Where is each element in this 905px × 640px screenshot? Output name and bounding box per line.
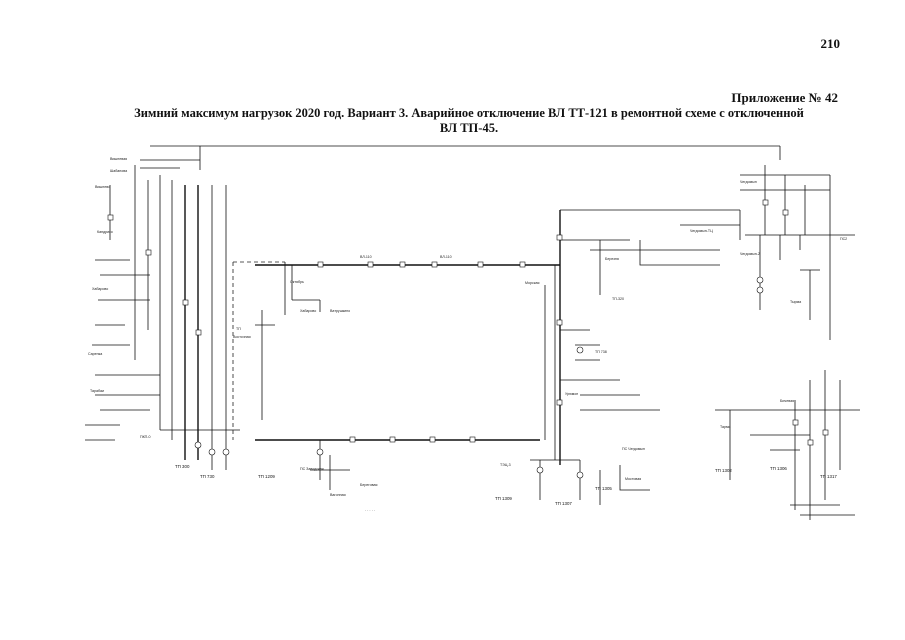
title-line-1: Зимний максимум нагрузок 2020 год. Вариа… xyxy=(134,106,804,120)
vostochnaya-label: Восточная xyxy=(233,335,251,339)
lower-central-line: ТП 1209 ПС Заводская Вагонная Береговая … xyxy=(255,436,540,513)
dashed-ring xyxy=(232,261,285,440)
svg-text:Морская: Морская xyxy=(525,281,539,285)
tp1302-label: ТП 1302 xyxy=(715,468,732,473)
svg-text:ТП 738: ТП 738 xyxy=(595,350,607,354)
tp1317-label: ТП 1317 xyxy=(820,474,837,479)
svg-text:Сарепка: Сарепка xyxy=(88,352,102,356)
tp1209-label: ТП 1209 xyxy=(258,474,275,479)
svg-text:Чегдомын-ТЦ: Чегдомын-ТЦ xyxy=(690,229,713,233)
svg-text:· · · · ·: · · · · · xyxy=(365,509,375,513)
svg-text:ТП-320: ТП-320 xyxy=(612,297,624,301)
upper-right-block: Чегдомын Чегдомын-ТЦ Березня Чегдомын-2 … xyxy=(590,165,855,340)
svg-text:Мостовая: Мостовая xyxy=(625,477,641,481)
tp1305-label: ТП 1305 xyxy=(595,486,612,491)
tp1306-label: ТП 1306 xyxy=(770,466,787,471)
top-bus-drops xyxy=(199,146,781,170)
svg-text:Ватрушкино: Ватрушкино xyxy=(330,309,350,313)
svg-text:Кандрико: Кандрико xyxy=(97,230,113,234)
svg-text:ТЭЦ-3: ТЭЦ-3 xyxy=(500,463,511,467)
central-trunk: ТП 738 Урюмон ТЭЦ-3 ТП 1309 ТП 1307 ТП 1… xyxy=(495,209,740,506)
svg-text:ТП: ТП xyxy=(236,327,241,331)
bereznya-label: Березня xyxy=(605,257,619,261)
chegdomyn-label: Чегдомын xyxy=(740,180,757,184)
page-title: Зимний максимум нагрузок 2020 год. Вариа… xyxy=(100,106,838,136)
svg-text:Тарабаи: Тарабаи xyxy=(90,389,104,393)
upper-central-line: Октябрь Хабарово Ватрушкино ВЛ-110 ВЛ-11… xyxy=(236,255,560,420)
tp1309-label: ТП 1309 xyxy=(495,496,512,501)
svg-text:Вагонная: Вагонная xyxy=(330,493,346,497)
tyrma-label: Тырма xyxy=(790,300,801,304)
svg-text:ПКП-0: ПКП-0 xyxy=(140,435,150,439)
svg-text:Чегдомын-2: Чегдомын-2 xyxy=(740,252,760,256)
tp300-label: ТП 300 xyxy=(175,464,190,469)
svg-text:ВЛ-110: ВЛ-110 xyxy=(360,255,372,259)
svg-text:Хабарово: Хабарово xyxy=(92,287,108,291)
svg-text:Бичевая: Бичевая xyxy=(780,399,794,403)
page-number: 210 xyxy=(820,36,841,51)
svg-text:Урюмон: Урюмон xyxy=(565,392,578,396)
svg-text:Вишневая: Вишневая xyxy=(110,157,127,161)
oktyabr-label: Октябрь xyxy=(290,280,304,284)
svg-text:ВЛ-110: ВЛ-110 xyxy=(440,255,452,259)
svg-text:ПС2: ПС2 xyxy=(840,237,847,241)
svg-text:Шабанова: Шабанова xyxy=(110,169,127,173)
appendix-heading: Приложение № 42 xyxy=(731,90,838,105)
svg-text:Хабарово: Хабарово xyxy=(300,309,316,313)
left-substation-cluster: Вишневая Шабанова Вишнево Кандрико Хабар… xyxy=(85,157,240,479)
tp730-label: ТП 730 xyxy=(200,474,215,479)
svg-text:ПС Чегдомын: ПС Чегдомын xyxy=(622,447,645,451)
lower-right-block: Бичевая Тармь ТП 1302 ТП 1306 ТП 1317 xyxy=(715,370,860,520)
svg-text:Вишнево: Вишнево xyxy=(95,185,110,189)
svg-text:ПС Заводская: ПС Заводская xyxy=(300,467,324,471)
title-line-2: ВЛ ТП-45. xyxy=(439,121,499,135)
tp1307-label: ТП 1307 xyxy=(555,501,572,506)
svg-text:Береговая: Береговая xyxy=(360,483,377,487)
svg-text:Тармь: Тармь xyxy=(720,425,731,429)
